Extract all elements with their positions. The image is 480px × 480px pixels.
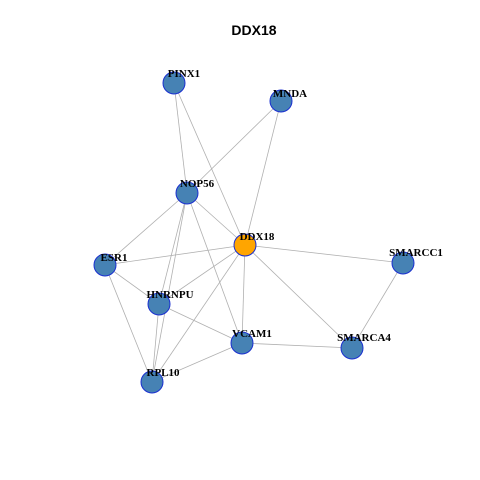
edge-ddx18-vcam1	[241, 244, 246, 344]
node-label-mnda: MNDA	[273, 88, 307, 100]
node-label-rpl10: RPL10	[147, 367, 181, 379]
edge-nop56-esr1	[104, 192, 188, 266]
node-label-smarca4: SMARCA4	[337, 332, 391, 344]
node-pinx1[interactable]	[162, 71, 186, 95]
edge-ddx18-smarcc1	[244, 244, 404, 264]
node-mnda[interactable]	[269, 89, 293, 113]
edge-hnrnpu-vcam1	[158, 303, 243, 344]
edge-nop56-vcam1	[186, 192, 243, 344]
node-label-vcam1: VCAM1	[232, 328, 272, 340]
node-label-hnrnpu: HNRNPU	[146, 289, 193, 301]
nodes-group	[93, 71, 415, 394]
node-nop56[interactable]	[175, 181, 199, 205]
graph-title: DDX18	[231, 22, 276, 38]
edge-mnda-ddx18	[244, 100, 282, 246]
node-ddx18[interactable]	[233, 233, 257, 257]
node-hnrnpu[interactable]	[147, 292, 171, 316]
edge-mnda-nop56	[186, 100, 282, 194]
edge-ddx18-smarca4	[244, 244, 353, 349]
edge-nop56-rpl10	[151, 192, 188, 383]
edges-group	[104, 82, 404, 383]
node-esr1[interactable]	[93, 253, 117, 277]
edge-nop56-hnrnpu	[158, 192, 188, 305]
edge-ddx18-rpl10	[151, 244, 246, 383]
node-smarcc1[interactable]	[391, 251, 415, 275]
edge-esr1-rpl10	[104, 264, 153, 383]
edge-ddx18-esr1	[104, 244, 246, 266]
edge-ddx18-hnrnpu	[158, 244, 246, 305]
node-label-nop56: NOP56	[180, 178, 215, 190]
edge-nop56-ddx18	[186, 192, 246, 246]
edge-pinx1-nop56	[173, 82, 188, 194]
edge-vcam1-rpl10	[151, 342, 243, 383]
node-vcam1[interactable]	[230, 331, 254, 355]
node-label-ddx18: DDX18	[240, 231, 275, 243]
node-label-esr1: ESR1	[101, 252, 128, 264]
edge-hnrnpu-rpl10	[151, 303, 160, 383]
edge-pinx1-ddx18	[173, 82, 246, 246]
node-label-smarcc1: SMARCC1	[389, 247, 443, 259]
node-smarca4[interactable]	[340, 336, 364, 360]
edge-smarcc1-smarca4	[351, 262, 404, 349]
node-rpl10[interactable]	[140, 370, 164, 394]
edge-vcam1-smarca4	[241, 342, 353, 349]
node-label-pinx1: PINX1	[168, 68, 200, 80]
